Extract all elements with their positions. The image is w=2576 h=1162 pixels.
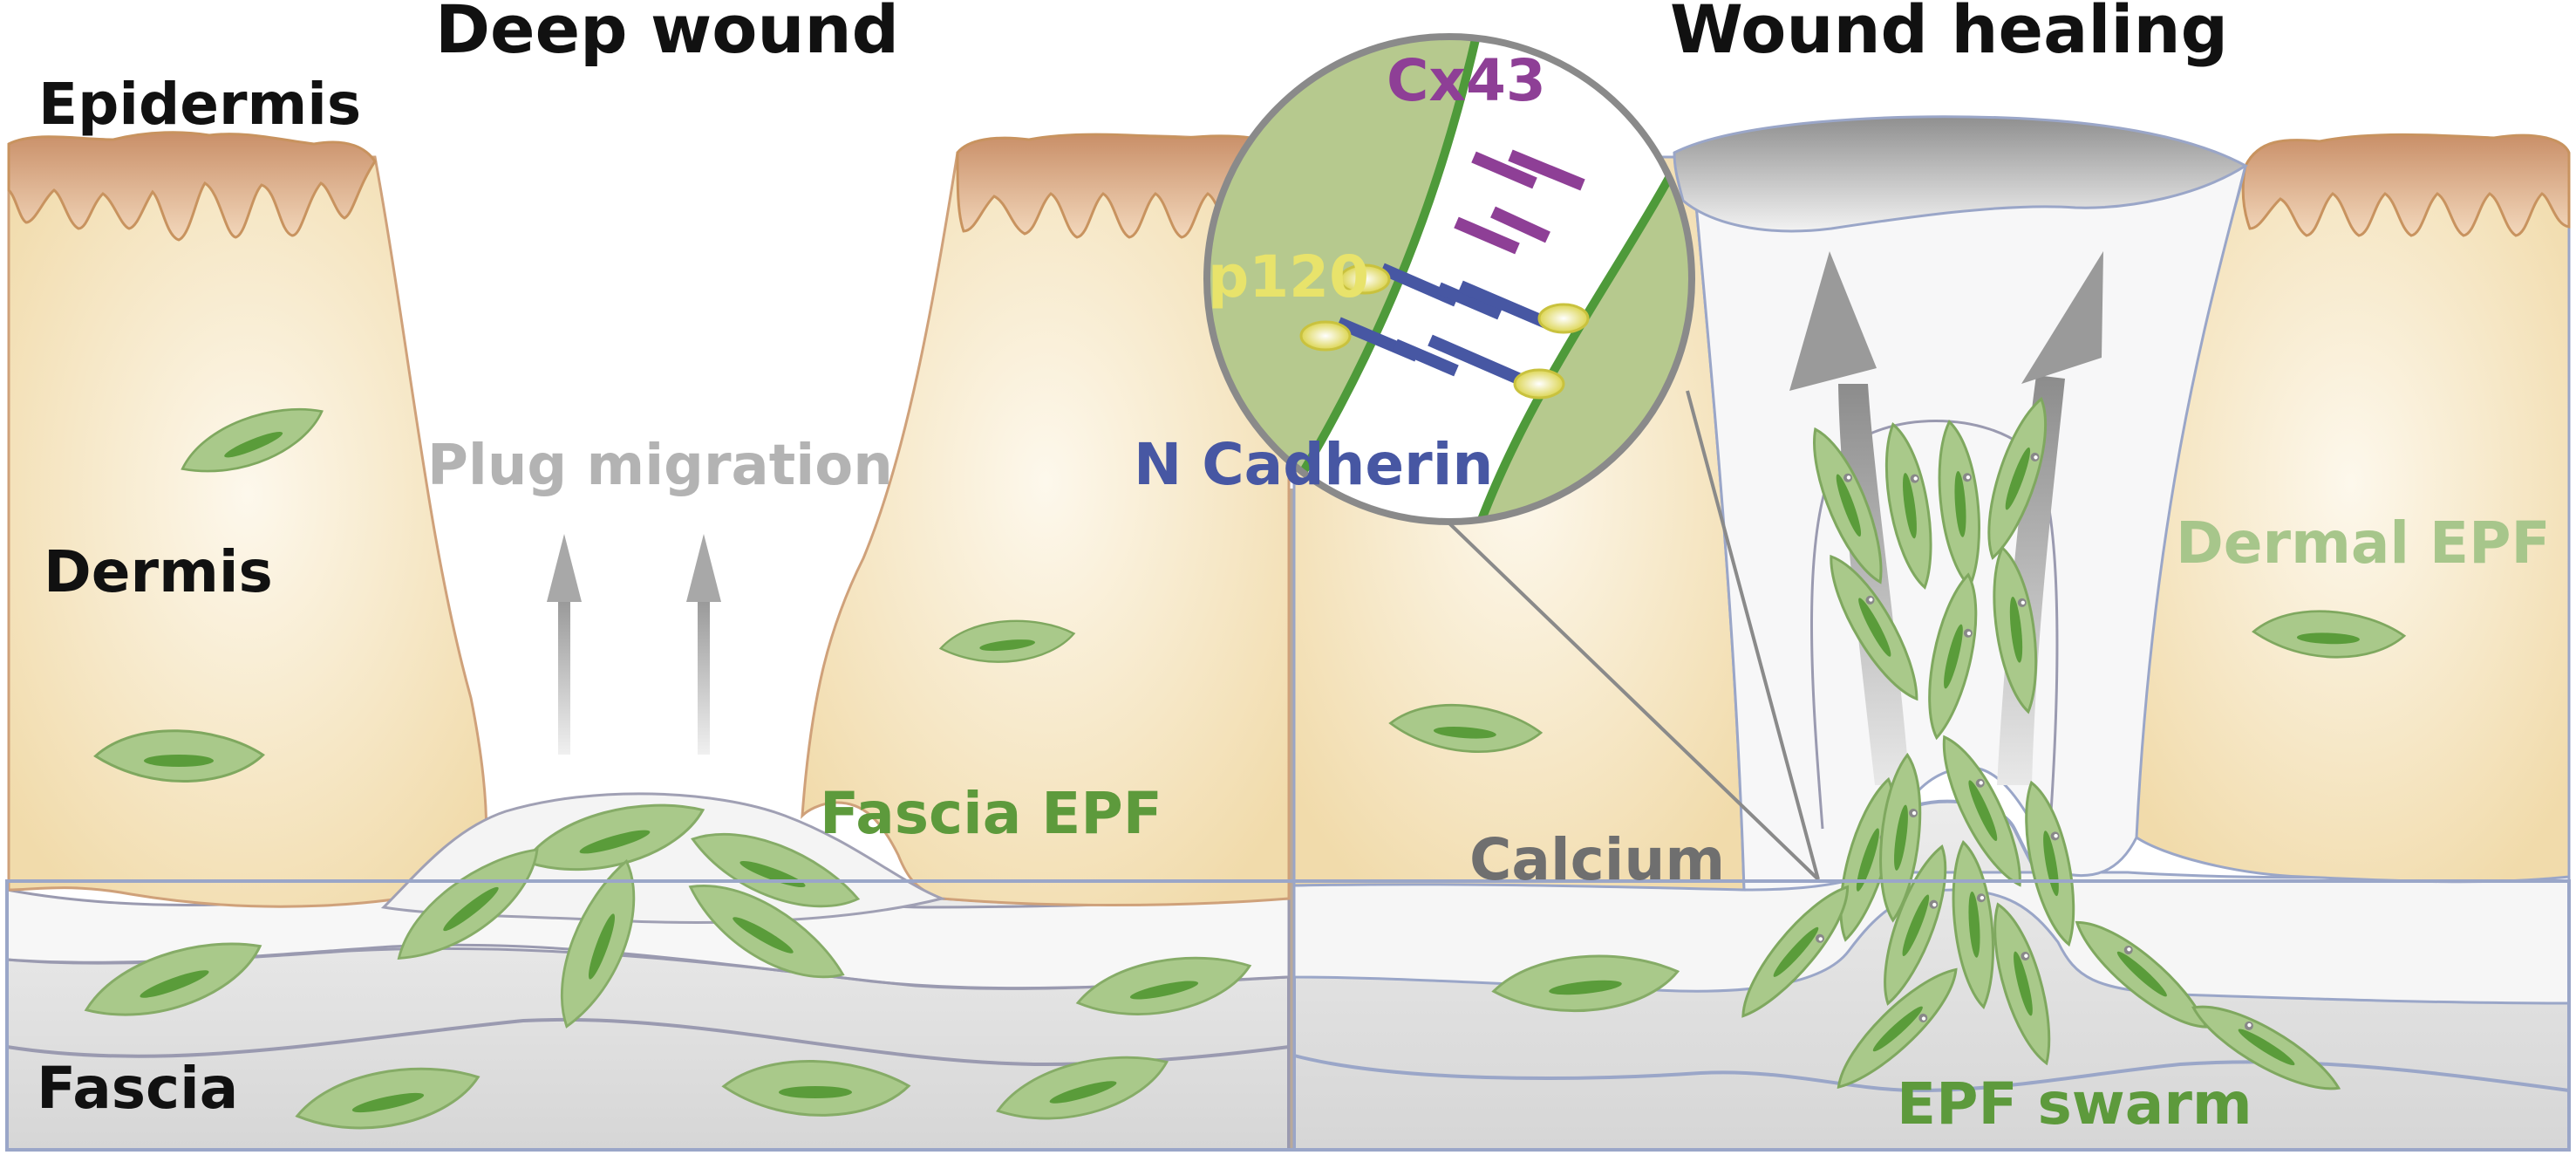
label-calcium: Calcium (1469, 826, 1725, 893)
label-cx43: Cx43 (1387, 47, 1546, 114)
zoom-pointer-line (1446, 520, 1820, 881)
zoom-inset (1203, 33, 1695, 525)
right-panel-epidermis (2241, 133, 2571, 237)
label-n-cadherin: N Cadherin (1134, 431, 1493, 498)
left-panel (5, 131, 1291, 1152)
left-dermis (7, 155, 488, 908)
label-fascia: Fascia (37, 1055, 238, 1122)
p120-protein (1299, 263, 1590, 400)
plug-migration-arrow (686, 534, 721, 755)
migration-channel (1810, 420, 2059, 838)
label-epidermis: Epidermis (38, 71, 361, 138)
title-deep-wound: Deep wound (435, 0, 899, 68)
plug-migration-arrow (547, 534, 582, 755)
fascia-lower-line-right (1293, 1054, 2570, 1093)
zoom-pointer-line (1686, 390, 1820, 880)
left-cell-membrane (1207, 37, 1484, 522)
label-fascia-epf: Fascia EPF (820, 780, 1162, 847)
label-epf-swarm: EPF swarm (1897, 1070, 2252, 1138)
label-dermal-epf: Dermal EPF (2176, 509, 2551, 577)
center-epidermis (956, 133, 1291, 239)
label-p120: p120 (1208, 243, 1369, 311)
label-plug-migration: Plug migration (427, 434, 893, 498)
scab (1673, 115, 2248, 233)
title-wound-healing: Wound healing (1670, 0, 2228, 68)
label-dermis: Dermis (44, 538, 273, 605)
figure-frame (5, 879, 2571, 1152)
cx43-channel (1454, 149, 1585, 255)
left-epidermis (7, 131, 377, 242)
